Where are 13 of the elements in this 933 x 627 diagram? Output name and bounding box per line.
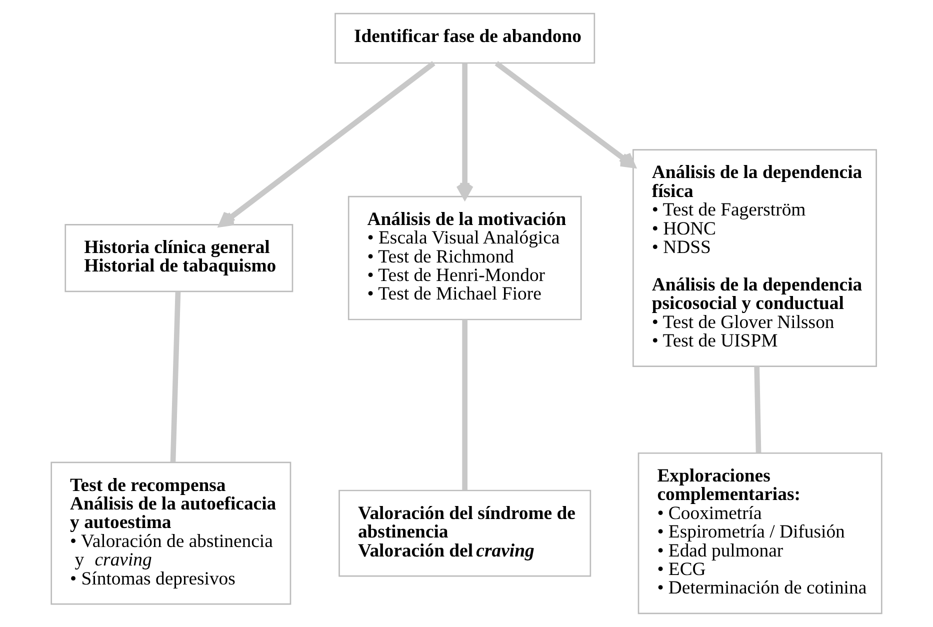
connector <box>170 292 181 462</box>
connector <box>754 366 762 453</box>
arrow <box>218 61 436 227</box>
node-box: Valoración del síndrome de abstinencia Valoración del craving <box>338 490 592 577</box>
node-box: Identificar fase de abandono <box>334 12 596 64</box>
node-box: Test de recompensa Análisis de la autoeficacia y autoestima • Valoración de abstinencia y craving • Síntomas depresivos <box>50 462 292 605</box>
arrow <box>456 63 474 199</box>
arrow <box>494 61 636 168</box>
node-box: Análisis de la dependencia física • Test de Fagerström • HONC • NDSS Análisis de la dependencia psicosocial y conductual • Test de Glover Nilsson • Test de UISPM <box>632 149 877 367</box>
node-box: Exploraciones complementarias: • Cooximetría • Espirometría / Difusión • Edad pulmonar • ECG • Determinación de cotinina <box>638 452 882 614</box>
node-box: Análisis de la motivación • Escala Visual Analógica • Test de Richmond • Test de Henri-Mondor • Test de Michael Fiore <box>348 196 582 320</box>
node-box: Historia clínica general Historial de tabaquismo <box>64 224 294 292</box>
connector <box>462 320 468 490</box>
